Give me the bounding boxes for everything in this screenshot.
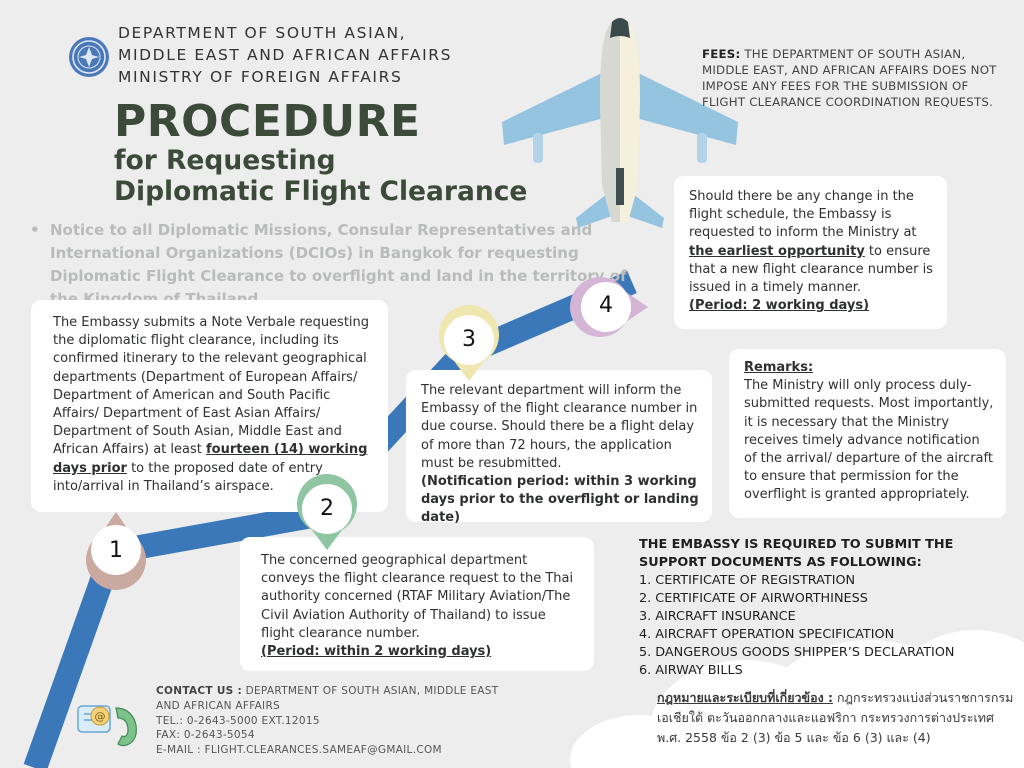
step-4-card: Should there be any change in the flight… bbox=[674, 176, 947, 329]
step-2-number: 2 bbox=[320, 496, 334, 521]
contact-label: CONTACT US : bbox=[156, 685, 242, 697]
law-text: กฎกระทรวงแบ่งส่วนราชการกรมเอเชียใต้ ตะวั… bbox=[657, 690, 1014, 745]
step-2-text: The concerned geographical department co… bbox=[261, 553, 574, 641]
remarks-card: Remarks: The Ministry will only process … bbox=[729, 349, 1006, 518]
cloud-decoration bbox=[570, 630, 1024, 768]
fees-label: FEES: bbox=[702, 47, 741, 61]
step-3-number: 3 bbox=[462, 327, 476, 352]
pin-marker-icon bbox=[439, 305, 499, 381]
page-subtitle: for Requesting Diplomatic Flight Clearan… bbox=[114, 145, 527, 207]
contact-fax: FAX: 0-2643-5054 bbox=[156, 729, 255, 742]
step-3-card: The relevant department will inform the … bbox=[406, 370, 712, 525]
dept-line-3: MINISTRY OF FOREIGN AFFAIRS bbox=[118, 68, 403, 86]
remarks-text: The Ministry will only process duly-subm… bbox=[744, 378, 994, 503]
requirements-section: THE EMBASSY IS REQUIRED TO SUBMIT THE SU… bbox=[639, 536, 1009, 680]
step-4-number: 4 bbox=[599, 293, 613, 318]
fees-note: FEES: THE DEPARTMENT OF SOUTH ASIAN, MID… bbox=[702, 46, 1002, 110]
list-item: 6. AIRWAY BILLS bbox=[639, 663, 743, 678]
step-4-pin: 4 bbox=[570, 276, 648, 338]
step-1-text-before: The Embassy submits a Note Verbale reque… bbox=[53, 315, 370, 458]
step-4-text-before: Should there be any change in the flight… bbox=[689, 189, 917, 241]
step-1-pin: 1 bbox=[84, 512, 148, 590]
fees-text: THE DEPARTMENT OF SOUTH ASIAN, MIDDLE EA… bbox=[702, 47, 997, 109]
list-item: 2. CERTIFICATE OF AIRWORTHINESS bbox=[639, 591, 868, 606]
step-2-card: The concerned geographical department co… bbox=[240, 537, 594, 671]
contact-phone-chat-icon: @ bbox=[77, 705, 137, 747]
dept-line-1: DEPARTMENT OF SOUTH ASIAN, bbox=[118, 24, 407, 42]
bullet-icon: • bbox=[30, 221, 40, 239]
step-1-highlight: fourteen (14) working days prior bbox=[53, 442, 368, 476]
step-3-pin: 3 bbox=[438, 305, 500, 381]
list-item: 1. CERTIFICATE OF REGISTRATION bbox=[639, 573, 856, 588]
ministry-seal-icon bbox=[69, 37, 109, 77]
contact-tel: TEL.: 0-2643-5000 EXT.12015 bbox=[156, 714, 320, 727]
list-item: 5. DANGEROUS GOODS SHIPPER’S DECLARATION bbox=[639, 645, 955, 660]
pin-marker-icon bbox=[297, 474, 357, 550]
page-title: PROCEDURE bbox=[114, 96, 421, 147]
requirements-list: 1. CERTIFICATE OF REGISTRATION 2. CERTIF… bbox=[639, 572, 1009, 680]
svg-text:@: @ bbox=[95, 710, 106, 723]
list-item: 4. AIRCRAFT OPERATION SPECIFICATION bbox=[639, 627, 895, 642]
remarks-label: Remarks: bbox=[744, 360, 814, 375]
airplane-illustration bbox=[502, 18, 738, 228]
step-1-number: 1 bbox=[109, 538, 123, 563]
step-1-text-after: to the proposed date of entry into/arriv… bbox=[53, 460, 323, 494]
contact-dept: DEPARTMENT OF SOUTH ASIAN, MIDDLE EAST A… bbox=[156, 685, 499, 712]
step-2-pin: 2 bbox=[296, 474, 358, 550]
contact-email[interactable]: E-MAIL : FLIGHT.CLEARANCES.SAMEAF@GMAIL.… bbox=[156, 744, 442, 757]
requirements-title: THE EMBASSY IS REQUIRED TO SUBMIT THE SU… bbox=[639, 537, 954, 570]
step-3-period: (Notification period: within 3 working d… bbox=[421, 474, 699, 526]
notice-bullet: • Notice to all Diplomatic Missions, Con… bbox=[30, 219, 640, 311]
law-label: กฎหมายและระเบียบที่เกี่ยวข้อง : bbox=[657, 690, 834, 705]
list-item: 3. AIRCRAFT INSURANCE bbox=[639, 609, 796, 624]
dept-line-2: MIDDLE EAST AND AFRICAN AFFAIRS bbox=[118, 46, 453, 64]
pin-marker-icon bbox=[86, 512, 146, 590]
law-reference: กฎหมายและระเบียบที่เกี่ยวข้อง : กฎกระทรว… bbox=[657, 688, 1017, 748]
subtitle-line-2: Diplomatic Flight Clearance bbox=[114, 176, 528, 207]
department-header: DEPARTMENT OF SOUTH ASIAN, MIDDLE EAST A… bbox=[118, 22, 452, 88]
subtitle-line-1: for Requesting bbox=[114, 145, 336, 176]
notice-text: Notice to all Diplomatic Missions, Consu… bbox=[50, 221, 627, 308]
step-3-text: The relevant department will inform the … bbox=[421, 383, 698, 471]
pin-marker-icon bbox=[570, 277, 648, 337]
step-2-period: (Period: within 2 working days) bbox=[261, 644, 492, 660]
contact-section: CONTACT US : DEPARTMENT OF SOUTH ASIAN, … bbox=[156, 684, 501, 758]
step-4-period: (Period: 2 working days) bbox=[689, 298, 870, 314]
step-4-highlight: the earliest opportunity bbox=[689, 243, 865, 259]
step-4-text-after: to ensure that a new flight clearance nu… bbox=[689, 243, 933, 296]
